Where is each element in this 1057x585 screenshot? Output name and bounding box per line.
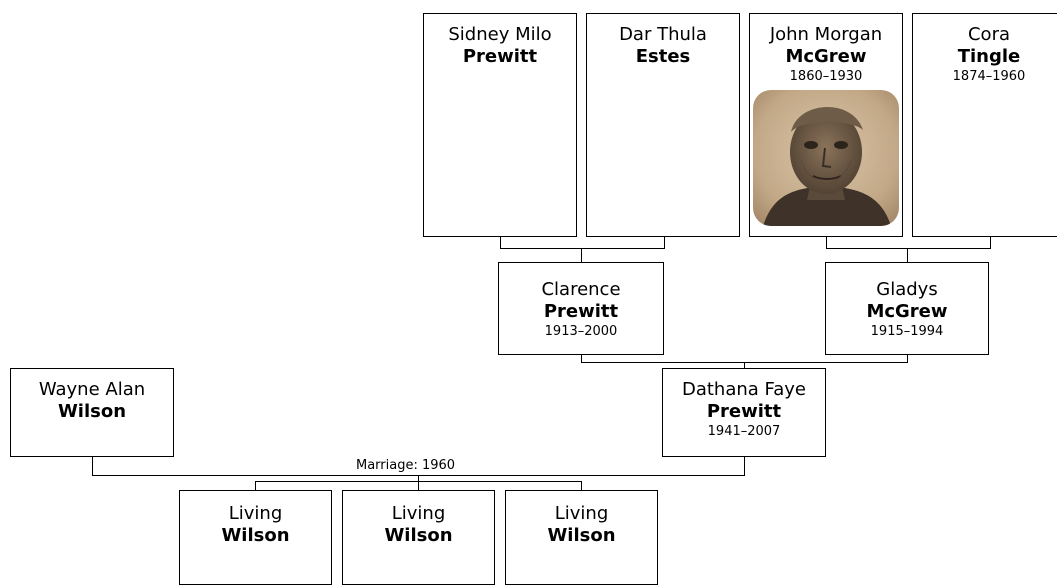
connector-line: [255, 481, 256, 490]
person-box-john-mcgrew[interactable]: John Morgan McGrew 1860–1930: [749, 13, 903, 237]
connector-line: [581, 354, 582, 363]
person-dates: 1915–1994: [870, 324, 944, 339]
person-given-name: Sidney Milo: [448, 24, 552, 45]
connector-line: [418, 475, 419, 490]
person-surname: Prewitt: [706, 401, 782, 422]
person-surname: Wilson: [57, 401, 127, 422]
person-surname: Prewitt: [462, 46, 538, 67]
person-box-child-2[interactable]: Living Wilson: [342, 490, 495, 585]
person-dates: 1874–1960: [952, 69, 1026, 84]
person-surname: Tingle: [957, 46, 1021, 67]
person-box-dathana-prewitt[interactable]: Dathana Faye Prewitt 1941–2007: [662, 368, 826, 457]
person-box-gladys-mcgrew[interactable]: Gladys McGrew 1915–1994: [825, 262, 989, 355]
connector-line: [500, 236, 501, 249]
person-surname: McGrew: [785, 46, 867, 67]
connector-line: [581, 248, 582, 262]
person-given-name: Clarence: [541, 279, 621, 300]
person-given-name: Dar Thula: [619, 24, 707, 45]
person-box-dar-estes[interactable]: Dar Thula Estes: [586, 13, 740, 237]
person-photo[interactable]: [753, 90, 899, 226]
person-given-name: Living: [554, 503, 609, 524]
connector-line: [581, 481, 582, 490]
connector-line: [92, 456, 93, 476]
person-box-wayne-wilson[interactable]: Wayne Alan Wilson: [10, 368, 174, 457]
person-surname: McGrew: [866, 301, 948, 322]
person-box-clarence-prewitt[interactable]: Clarence Prewitt 1913–2000: [498, 262, 664, 355]
person-surname: Wilson: [547, 525, 616, 546]
person-dates: 1941–2007: [707, 424, 781, 439]
person-surname: Prewitt: [543, 301, 619, 322]
person-given-name: Dathana Faye: [681, 379, 806, 400]
person-given-name: Gladys: [876, 279, 938, 300]
family-tree: Marriage: 1960 Sidney Milo Prewitt Dar T…: [10, 13, 1057, 585]
connector-line: [826, 248, 991, 249]
person-box-cora-tingle[interactable]: Cora Tingle 1874–1960: [912, 13, 1057, 237]
person-dates: 1860–1930: [789, 69, 863, 84]
person-box-child-3[interactable]: Living Wilson: [505, 490, 658, 585]
person-given-name: Wayne Alan: [38, 379, 146, 400]
person-dates: 1913–2000: [544, 324, 618, 339]
person-box-child-1[interactable]: Living Wilson: [179, 490, 332, 585]
connector-line: [500, 248, 665, 249]
connector-line: [826, 236, 827, 249]
connector-line: [990, 236, 991, 249]
person-given-name: Living: [228, 503, 283, 524]
connector-line: [744, 456, 745, 476]
connector-line: [907, 248, 908, 262]
person-given-name: Living: [391, 503, 446, 524]
person-given-name: Cora: [967, 24, 1010, 45]
connector-line: [664, 236, 665, 249]
portrait-image: [753, 90, 899, 226]
person-surname: Estes: [635, 46, 691, 67]
person-surname: Wilson: [384, 525, 453, 546]
connector-line: [744, 362, 745, 368]
connector-line: [907, 354, 908, 363]
person-surname: Wilson: [221, 525, 290, 546]
marriage-label: Marriage: 1960: [354, 458, 458, 473]
person-given-name: John Morgan: [769, 24, 883, 45]
person-box-sidney-prewitt[interactable]: Sidney Milo Prewitt: [423, 13, 577, 237]
